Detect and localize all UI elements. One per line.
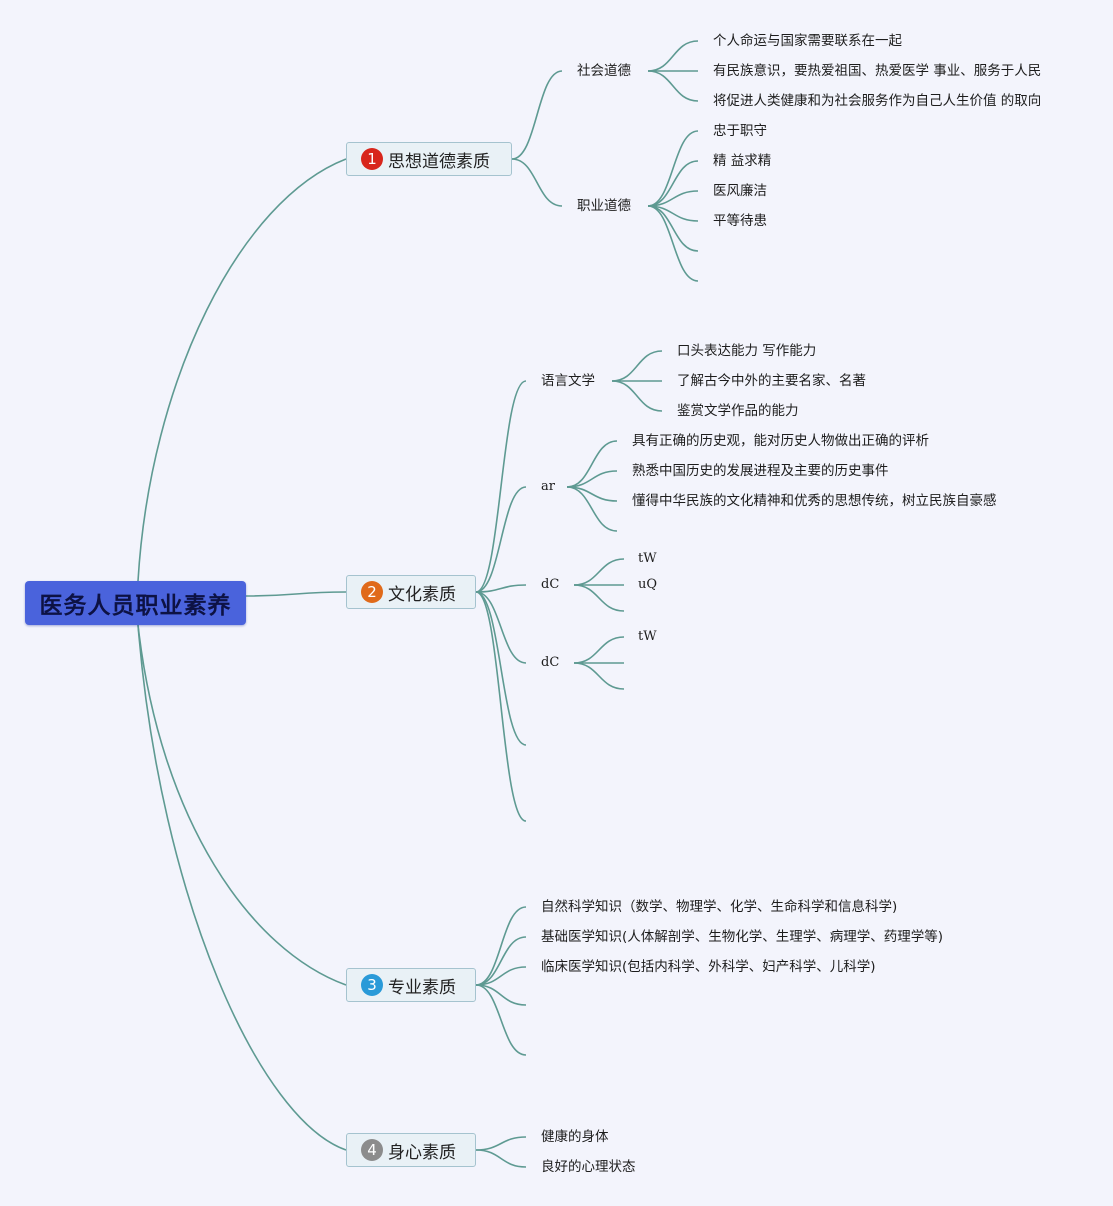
connector-line (475, 1136, 527, 1151)
root-node-label: 医务人员职业素养 (39, 593, 232, 619)
leaf-node[interactable]: 个人命运与国家需要联系在一起 (713, 33, 902, 49)
branch-node-3-label: 专业素质 (388, 977, 456, 998)
number-badge-1: 1 (361, 148, 383, 170)
leaf-node[interactable]: tW (638, 551, 657, 566)
leaf-node[interactable]: 医风廉洁 (713, 183, 767, 199)
connector-line (137, 624, 347, 986)
sub-node-healthy-body[interactable]: 健康的身体 (541, 1129, 609, 1145)
branch-node-1-label: 思想道德素质 (388, 151, 490, 172)
leaf-node[interactable]: 具有正确的历史观，能对历史人物做出正确的评析 (632, 433, 929, 449)
connector-line (137, 158, 347, 582)
connector-line (573, 584, 625, 612)
leaf-node[interactable]: 鉴赏文学作品的能力 (677, 403, 799, 419)
branch-node-4-label: 身心素质 (388, 1142, 456, 1163)
leaf-node[interactable]: uQ (638, 577, 658, 592)
connector-line (511, 158, 563, 207)
connector-line (475, 591, 527, 822)
sub-node-clinical-medicine[interactable]: 临床医学知识(包括内科学、外科学、妇产科学、儿科学) (541, 959, 876, 975)
branch-node-3[interactable]: 3 专业素质 (346, 968, 476, 1002)
connector-line (611, 350, 663, 382)
connector-line (647, 70, 699, 102)
number-badge-2: 2 (361, 581, 383, 603)
sub-node-professional-ethics[interactable]: 职业道德 (577, 198, 631, 214)
connector-line (566, 440, 618, 488)
connector-line (245, 591, 347, 597)
leaf-node[interactable]: 口头表达能力 写作能力 (677, 343, 817, 359)
connector-line (475, 486, 527, 593)
branch-node-4[interactable]: 4 身心素质 (346, 1133, 476, 1167)
connector-line (511, 70, 563, 160)
connector-line (647, 40, 699, 72)
connector-line (137, 624, 347, 1151)
sub-node-language-literature[interactable]: 语言文学 (541, 373, 595, 389)
leaf-node[interactable]: 了解古今中外的主要名家、名著 (677, 373, 866, 389)
connector-line (647, 205, 699, 282)
branch-node-2-label: 文化素质 (388, 584, 456, 605)
leaf-node[interactable]: 平等待患 (713, 213, 767, 229)
connector-line (475, 984, 527, 1056)
sub-node-basic-medicine[interactable]: 基础医学知识(人体解剖学、生物化学、生理学、病理学、药理学等) (541, 929, 944, 945)
connector-line (475, 906, 527, 986)
connector-line (475, 984, 527, 1006)
connector-line (573, 662, 625, 690)
connector-line (475, 584, 527, 593)
connector-line (647, 160, 699, 207)
leaf-node[interactable]: 懂得中华民族的文化精神和优秀的思想传统，树立民族自豪感 (632, 493, 997, 509)
connector-line (475, 591, 527, 746)
connector-line (475, 380, 527, 593)
number-badge-4: 4 (361, 1139, 383, 1161)
sub-node-natural-science[interactable]: 自然科学知识（数学、物理学、化学、生命科学和信息科学) (541, 899, 898, 915)
connector-line (475, 591, 527, 664)
sub-node-social-morality[interactable]: 社会道德 (577, 63, 631, 79)
leaf-node[interactable]: 精 益求精 (713, 153, 772, 169)
connector-line (475, 966, 527, 986)
branch-node-2[interactable]: 2 文化素质 (346, 575, 476, 609)
connector-line (573, 636, 625, 664)
connector-line (573, 558, 625, 586)
leaf-node[interactable]: 有民族意识，要热爱祖国、热爱医学 事业、服务于人民 (713, 63, 1042, 79)
branch-node-1[interactable]: 1 思想道德素质 (346, 142, 512, 176)
leaf-node[interactable]: 将促进人类健康和为社会服务作为自己人生价值 的取向 (713, 93, 1042, 109)
connector-line (475, 1149, 527, 1168)
connector-line (566, 486, 618, 532)
connector-line (647, 130, 699, 207)
number-badge-3: 3 (361, 974, 383, 996)
root-node[interactable]: 医务人员职业素养 (25, 581, 246, 625)
leaf-node[interactable]: 熟悉中国历史的发展进程及主要的历史事件 (632, 463, 889, 479)
sub-node-dc-1[interactable]: dC (541, 577, 560, 592)
sub-node-dc-2[interactable]: dC (541, 655, 560, 670)
connector-line (475, 936, 527, 986)
leaf-node[interactable]: 忠于职守 (713, 123, 767, 139)
sub-node-mental-state[interactable]: 良好的心理状态 (541, 1159, 636, 1175)
sub-node-ar[interactable]: ar (541, 479, 555, 494)
leaf-node[interactable]: tW (638, 629, 657, 644)
connector-line (611, 380, 663, 412)
